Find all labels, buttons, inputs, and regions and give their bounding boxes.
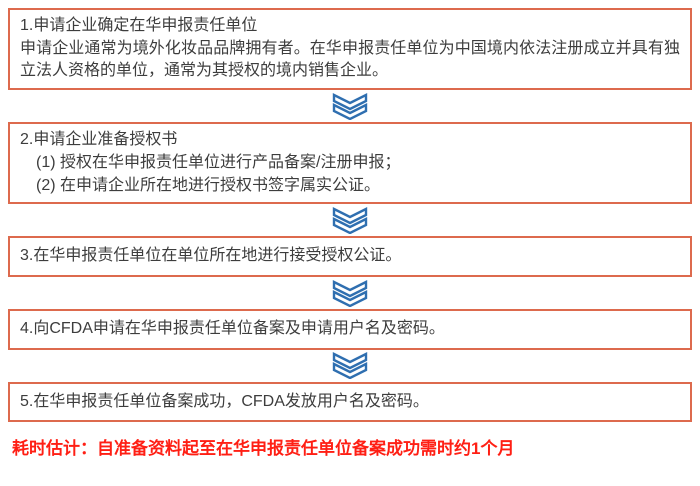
step-2-item-2: (2) 在申请企业所在地进行授权书签字属实公证。 — [36, 176, 381, 194]
step-5-title: 5.在华申报责任单位备案成功，CFDA发放用户名及密码。 — [20, 392, 429, 410]
step-1-title: 1.申请企业确定在华申报责任单位 — [20, 17, 258, 34]
step-1-box: 1.申请企业确定在华申报责任单位 申请企业通常为境外化妆品品牌拥有者。在华申报责… — [8, 8, 692, 91]
down-arrow-icon — [332, 351, 368, 381]
step-5-box: 5.在华申报责任单位备案成功，CFDA发放用户名及密码。 — [8, 381, 692, 423]
step-3-title: 3.在华申报责任单位在单位所在地进行接受授权公证。 — [20, 247, 402, 265]
step-3-box: 3.在华申报责任单位在单位所在地进行接受授权公证。 — [8, 236, 692, 278]
step-2-box: 2.申请企业准备授权书 (1) 授权在华申报责任单位进行产品备案/注册申报； (… — [8, 122, 692, 205]
step-2-title: 2.申请企业准备授权书 — [20, 131, 178, 149]
step-1-body: 申请企业通常为境外化妆品品牌拥有者。在华申报责任单位为中国境内依法注册成立并具有… — [20, 39, 680, 80]
down-arrow-icon — [332, 91, 368, 121]
down-arrow-icon — [332, 278, 368, 308]
time-estimate-note: 耗时估计：自准备资料起至在华申报责任单位备案成功需时约1个月 — [12, 439, 515, 459]
down-arrow-icon — [332, 205, 368, 235]
step-2-item-1: (1) 授权在华申报责任单位进行产品备案/注册申报； — [36, 153, 401, 171]
step-4-title: 4.向CFDA申请在华申报责任单位备案及申请用户名及密码。 — [20, 320, 445, 338]
step-4-box: 4.向CFDA申请在华申报责任单位备案及申请用户名及密码。 — [8, 309, 692, 350]
